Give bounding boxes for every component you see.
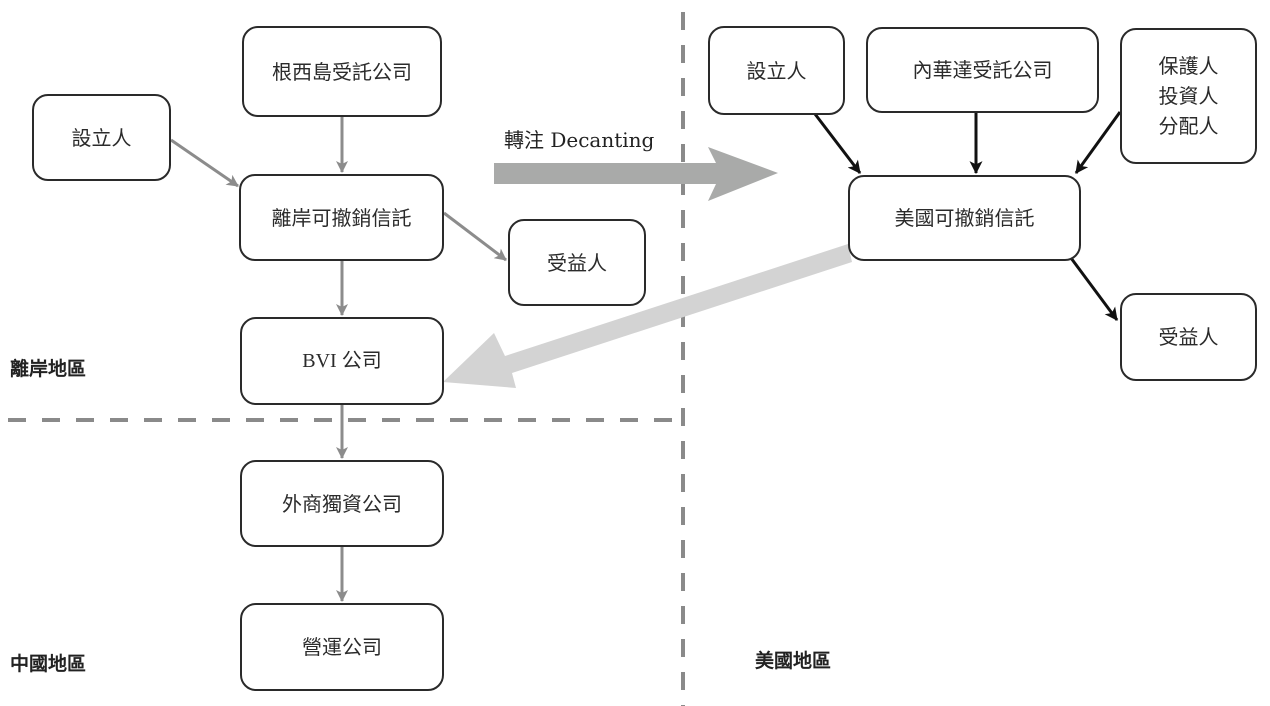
node-operating-company: 營運公司	[240, 603, 444, 691]
node-offshore-settlor: 設立人	[32, 94, 171, 181]
decanting-label: 轉注 Decanting	[504, 128, 655, 152]
node-label: 受益人	[1158, 325, 1219, 349]
node-us-advisors: 保護人 投資人 分配人	[1120, 28, 1257, 164]
arrow-offshore-settlor-to-offshore-trust	[170, 138, 239, 188]
region-label-usa: 美國地區	[755, 650, 832, 672]
region-label-offshore: 離岸地區	[10, 358, 87, 380]
node-wfoe: 外商獨資公司	[240, 460, 444, 547]
decanting-arrow	[494, 147, 778, 201]
node-label: 營運公司	[302, 635, 382, 659]
node-label-investment-advisor: 投資人	[1158, 84, 1219, 108]
region-label-china: 中國地區	[10, 653, 87, 675]
node-bvi-company: BVI 公司	[240, 317, 444, 405]
node-offshore-beneficiary: 受益人	[508, 219, 646, 306]
arrow-us-trust-to-beneficiary	[1069, 257, 1119, 321]
node-us-trust: 美國可撤銷信託	[848, 175, 1081, 261]
node-nevada-trustee: 內華達受託公司	[866, 27, 1099, 113]
node-label: 美國可撤銷信託	[894, 206, 1035, 230]
node-label: 內華達受託公司	[912, 58, 1053, 82]
arrow-advisors-to-us-trust	[1074, 111, 1122, 174]
node-us-beneficiary: 受益人	[1120, 293, 1257, 381]
arrow-us-settlor-to-us-trust	[813, 113, 862, 174]
node-label: 設立人	[746, 58, 807, 83]
node-label: 離岸可撤銷信託	[271, 205, 412, 230]
node-us-settlor: 設立人	[708, 26, 845, 115]
node-label: 受益人	[547, 250, 607, 275]
node-label-protector: 保護人	[1158, 54, 1219, 78]
node-jersey-trustee: 根西島受託公司	[242, 26, 442, 117]
node-label: 外商獨資公司	[282, 491, 402, 516]
node-label: BVI 公司	[302, 350, 382, 372]
node-label: 設立人	[71, 125, 132, 150]
holding-arrow	[443, 244, 852, 388]
node-label-distribution-advisor: 分配人	[1158, 114, 1219, 138]
node-label: 根西島受託公司	[272, 59, 412, 84]
arrow-offshore-trust-to-beneficiary	[443, 211, 507, 262]
node-offshore-trust: 離岸可撤銷信託	[239, 174, 444, 261]
